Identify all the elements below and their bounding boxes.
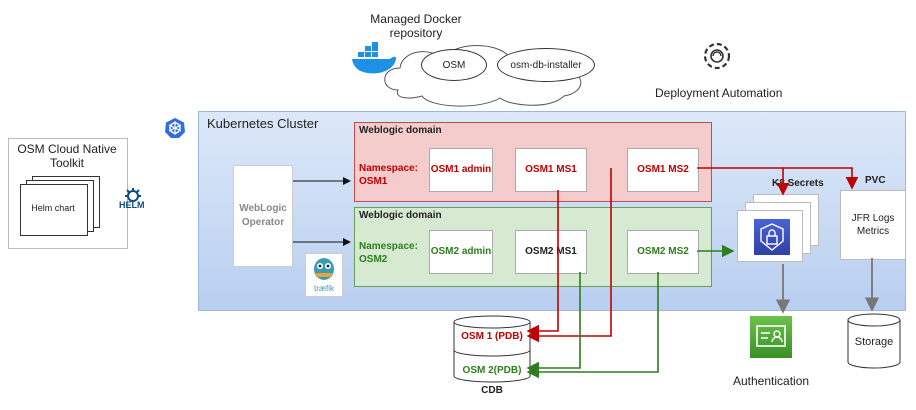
toolkit-title: OSM Cloud Native Toolkit — [17, 142, 117, 170]
traefik-logo: træfik — [305, 253, 343, 297]
automation-label: Deployment Automation — [655, 86, 783, 100]
automation-icon — [697, 36, 737, 76]
pvc-box[interactable]: JFR Logs Metrics — [840, 190, 906, 260]
domain-title: Weblogic domain — [359, 210, 442, 221]
image-osm-db-installer-label: osm-db-installer — [510, 59, 582, 71]
storage-label: Storage — [854, 336, 894, 348]
image-osm-db-installer[interactable]: osm-db-installer — [497, 48, 595, 82]
secrets-label: K8 Secrets — [772, 178, 824, 189]
pdb-osm2: OSM 2(PDB) — [462, 365, 522, 376]
authentication-label: Authentication — [733, 374, 810, 388]
osm2-ms2-server[interactable]: OSM2 MS2 — [627, 230, 699, 274]
domain-title: Weblogic domain — [359, 125, 442, 136]
namespace-label-osm1: Namespace: OSM1 — [359, 163, 418, 187]
repo-title: Managed Docker repository — [370, 12, 462, 40]
osm1-ms2-server[interactable]: OSM1 MS2 — [627, 148, 699, 192]
pvc-content: JFR Logs Metrics — [851, 213, 895, 237]
osm1-admin-server[interactable]: OSM1 admin — [429, 148, 493, 192]
cdb-cylinder — [452, 314, 532, 384]
authentication-icon — [750, 316, 792, 358]
image-osm[interactable]: OSM — [421, 49, 487, 81]
secrets-lock-icon — [754, 219, 790, 255]
cluster-title: Kubernetes Cluster — [207, 116, 319, 131]
helm-label: HELM — [119, 200, 145, 210]
namespace-label-osm2: Namespace: OSM2 — [359, 241, 418, 265]
helm-chart-label: Helm chart — [31, 203, 75, 213]
kubernetes-icon — [164, 117, 186, 139]
cdb-label: CDB — [481, 385, 503, 396]
osm1-ms1-server[interactable]: OSM1 MS1 — [515, 148, 587, 192]
traefik-label: træfik — [314, 284, 334, 293]
osm2-ms1-server[interactable]: OSM2 MS1 — [515, 230, 587, 274]
osm2-admin-server[interactable]: OSM2 admin — [429, 230, 493, 274]
weblogic-operator[interactable]: WebLogic Operator — [233, 165, 293, 267]
helm-icon — [119, 187, 147, 211]
helm-chart-stack: Helm chart — [20, 176, 102, 236]
storage-cylinder: Storage — [846, 312, 902, 370]
docker-icon — [350, 42, 398, 76]
pdb-osm1: OSM 1 (PDB) — [461, 331, 523, 342]
image-osm-label: OSM — [442, 59, 466, 71]
pvc-label: PVC — [865, 175, 886, 186]
